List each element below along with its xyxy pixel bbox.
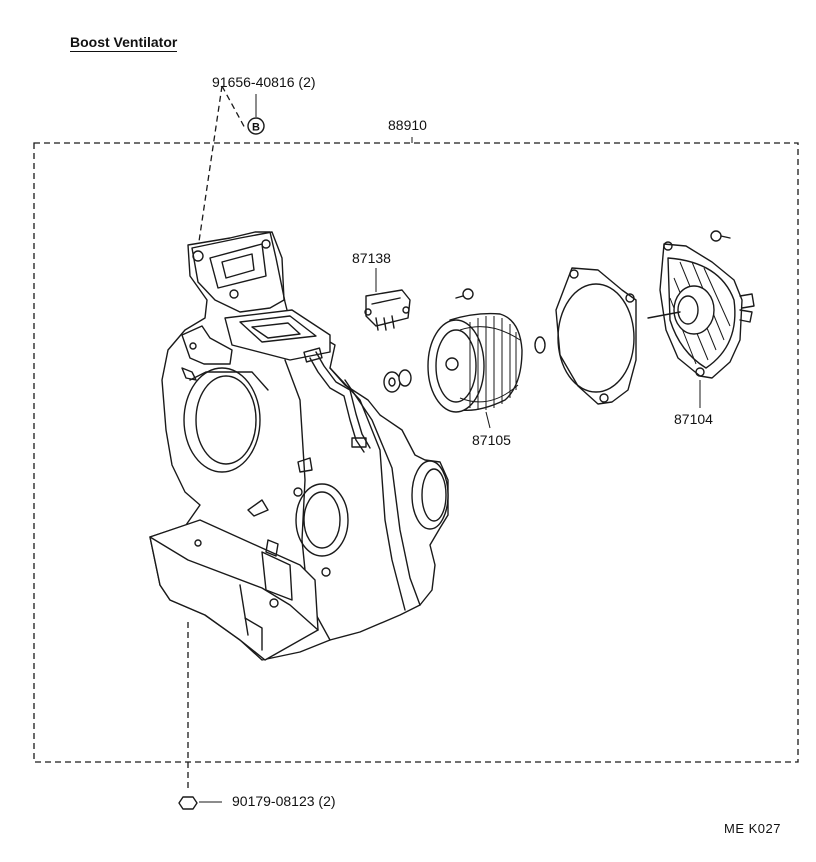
screw-icon bbox=[455, 288, 474, 300]
diagram-code: ME K027 bbox=[724, 821, 781, 836]
part-number-motor: 87104 bbox=[674, 411, 713, 427]
washer-icon bbox=[534, 336, 546, 354]
bolt-marker-circle bbox=[247, 117, 265, 135]
blower-housing bbox=[149, 231, 449, 661]
blower-motor bbox=[647, 241, 755, 379]
part-number-nut: 90179-08123 (2) bbox=[232, 793, 336, 809]
assembly-boundary bbox=[33, 142, 799, 763]
diagram-title: Boost Ventilator bbox=[70, 34, 178, 52]
gasket-plate bbox=[555, 267, 637, 405]
nut-icon bbox=[178, 796, 222, 810]
grommet-icon bbox=[383, 369, 412, 393]
part-number-bolt: 91656-40816 (2) bbox=[212, 74, 316, 90]
resistor-part bbox=[364, 289, 411, 331]
part-number-resistor: 87138 bbox=[352, 250, 391, 266]
bolt-marker-letter: B bbox=[252, 122, 260, 134]
part-number-assembly: 88910 bbox=[388, 117, 427, 133]
screw-icon bbox=[710, 230, 731, 242]
fan-wheel bbox=[427, 312, 523, 413]
part-number-fan: 87105 bbox=[472, 432, 511, 448]
